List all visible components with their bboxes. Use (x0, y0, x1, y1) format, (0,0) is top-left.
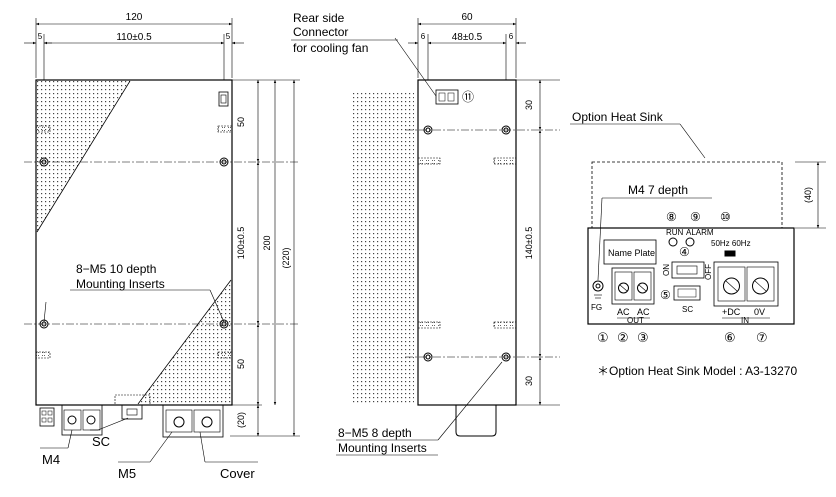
name-plate-label: Name Plate (608, 248, 655, 258)
dim-30-bottom: 30 (524, 376, 534, 386)
side-inserts-label: 8−M5 8 depth (338, 426, 412, 440)
num-7: ⑦ (756, 330, 768, 345)
num-9: ⑨ (690, 210, 701, 224)
connector-label-2: Connector (293, 25, 348, 39)
label-sc: SC (92, 434, 110, 449)
num-1: ① (597, 330, 609, 345)
connector-label-3: for cooling fan (293, 41, 368, 55)
label-m4: M4 (42, 452, 60, 467)
ac-label-1: AC (617, 307, 630, 317)
label-m5: M5 (118, 466, 136, 481)
front-inserts-sublabel: Mounting Inserts (76, 277, 165, 291)
front-inserts-label: 8−M5 10 depth (76, 262, 156, 276)
dim-200: 200 (262, 235, 272, 250)
dim-220: (220) (281, 247, 291, 268)
out-label: OUT (627, 316, 644, 325)
num-8: ⑧ (666, 210, 677, 224)
option-heat-sink (570, 123, 826, 325)
front-width-inner: 110±0.5 (116, 32, 152, 43)
sc-label: SC (682, 305, 693, 314)
dim-50-bottom: 50 (236, 359, 246, 369)
dc-plus-label: +DC (722, 307, 741, 317)
side-margin-right: 6 (509, 32, 514, 41)
side-inserts-sublabel: Mounting Inserts (338, 441, 427, 455)
off-label: OFF (704, 264, 713, 280)
hz-label: 50Hz 60Hz (711, 239, 751, 248)
fg-label: FG (591, 303, 602, 312)
num-2: ② (617, 330, 629, 345)
dim-100: 100±0.5 (236, 227, 246, 259)
alarm-label: ALARM (686, 228, 714, 237)
option-heat-sink-label: Option Heat Sink (572, 110, 664, 124)
front-margin-left: 5 (38, 32, 43, 41)
connector-label-1: Rear side (293, 11, 345, 25)
connector-num: ⑪ (462, 90, 474, 104)
num-5: ⑤ (660, 288, 671, 302)
label-cover: Cover (220, 466, 255, 481)
side-width-total: 60 (461, 12, 473, 23)
dim-40: (40) (803, 187, 813, 203)
front-view (24, 18, 300, 463)
front-width-total: 120 (126, 12, 143, 23)
on-label: ON (662, 264, 671, 276)
model-note: ＊Option Heat Sink Model : A3-13270 (597, 364, 797, 378)
m4-depth-label: M4 7 depth (628, 183, 688, 197)
dim-20: (20) (236, 412, 246, 428)
front-margin-right: 5 (226, 32, 231, 41)
side-margin-left: 6 (421, 32, 426, 41)
dim-140: 140±0.5 (524, 227, 534, 259)
dim-50-top: 50 (236, 117, 246, 127)
side-width-inner: 48±0.5 (452, 32, 483, 43)
num-3: ③ (637, 330, 649, 345)
in-label: IN (741, 316, 749, 325)
run-label: RUN (666, 228, 684, 237)
side-view (336, 18, 560, 456)
dc-0v-label: 0V (754, 307, 765, 317)
num-10: ⑩ (720, 210, 731, 224)
dim-30-top: 30 (524, 100, 534, 110)
num-6: ⑥ (724, 330, 736, 345)
num-4: ④ (679, 245, 690, 259)
ac-label-2: AC (637, 307, 650, 317)
